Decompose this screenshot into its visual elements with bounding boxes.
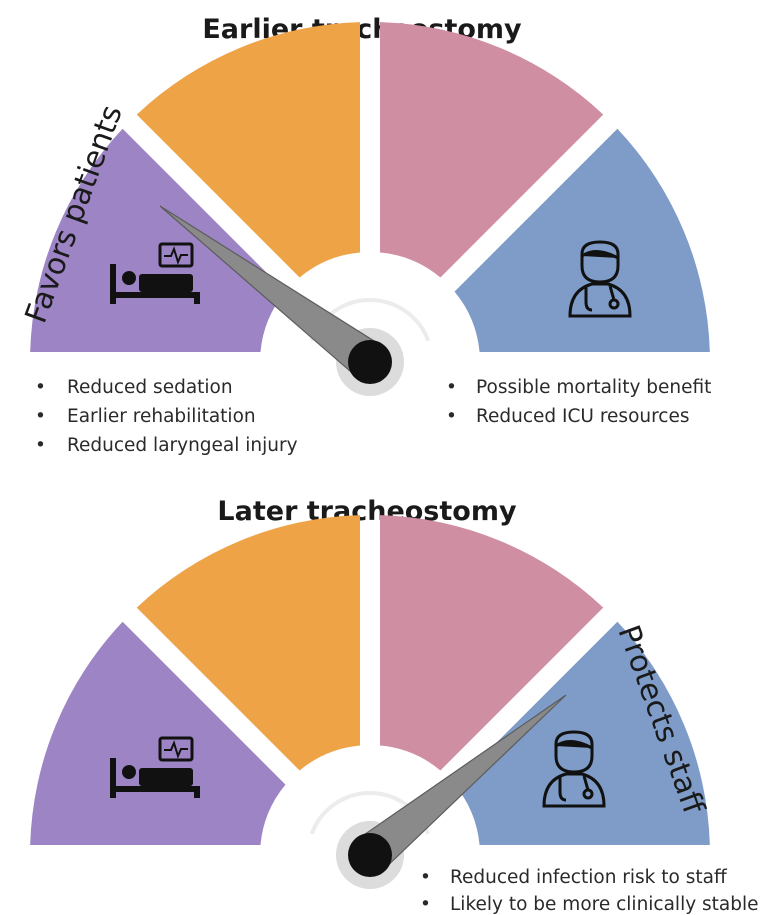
bullet-marker: • [446, 406, 457, 427]
top-gauge-segment-orange [136, 22, 361, 278]
list-item: Reduced infection risk to staff [450, 867, 728, 888]
bullet-marker: • [35, 377, 46, 398]
bullet-marker: • [35, 435, 46, 456]
bottom-bullet-list: • Reduced infection risk to staff • Like… [420, 867, 759, 915]
top-gauge-segment-pink [379, 22, 604, 278]
bottom-gauge-title: Later tracheostomy [217, 496, 517, 527]
list-item: Possible mortality benefit [476, 377, 711, 398]
top-gauge [30, 22, 710, 396]
top-left-bullet-list: • Reduced sedation • Earlier rehabilitat… [35, 377, 298, 456]
top-gauge-segment-blue [454, 128, 710, 353]
bullet-marker: • [420, 894, 431, 915]
bullet-marker: • [420, 867, 431, 888]
doctor-stethoscope-icon [542, 730, 606, 808]
top-right-bullet-list: • Possible mortality benefit • Reduced I… [446, 377, 711, 427]
top-gauge-needle-hub [348, 340, 392, 384]
patient-bed-monitor-icon [110, 736, 200, 798]
bottom-gauge-segment-orange [136, 515, 361, 771]
list-item: Reduced sedation [67, 377, 233, 398]
bullet-marker: • [446, 377, 457, 398]
top-gauge-segment-purple [30, 128, 286, 353]
patient-bed-monitor-icon [110, 242, 200, 304]
bottom-gauge-needle-hub [348, 833, 392, 877]
bottom-gauge [30, 515, 710, 889]
list-item: Earlier rehabilitation [67, 406, 256, 427]
list-item: Likely to be more clinically stable [450, 894, 759, 915]
bottom-gauge-segment-purple [30, 621, 286, 846]
list-item: Reduced ICU resources [476, 406, 690, 427]
bottom-gauge-segment-pink [379, 515, 604, 771]
bullet-marker: • [35, 406, 46, 427]
doctor-stethoscope-icon [568, 240, 632, 318]
list-item: Reduced laryngeal injury [67, 435, 298, 456]
